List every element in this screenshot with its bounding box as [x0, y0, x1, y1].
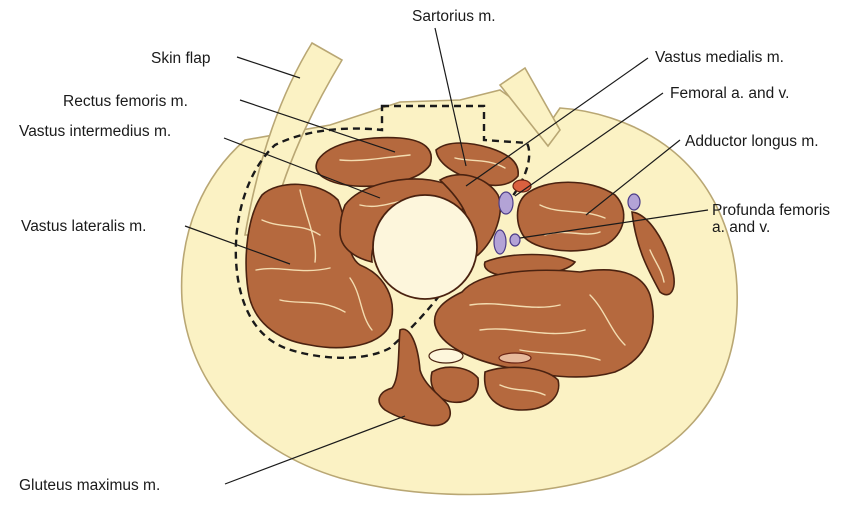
label-vastus-medialis: Vastus medialis m.: [655, 49, 784, 66]
label-profunda-femoris-line2: a. and v.: [712, 219, 770, 236]
label-vastus-lateralis: Vastus lateralis m.: [21, 218, 146, 235]
femoral-vein: [499, 192, 513, 214]
label-adductor-longus: Adductor longus m.: [685, 133, 819, 150]
adductor-longus-muscle: [518, 182, 624, 251]
saphenous-vein: [628, 194, 640, 210]
label-gluteus-maximus: Gluteus maximus m.: [19, 477, 160, 494]
label-rectus-femoris: Rectus femoris m.: [63, 93, 188, 110]
femur-bone: [373, 195, 477, 299]
profunda-femoris-vein: [494, 230, 506, 254]
label-femoral-artery-vein: Femoral a. and v.: [670, 85, 789, 102]
posterior-vessel: [499, 353, 531, 363]
label-vastus-intermedius: Vastus intermedius m.: [19, 123, 171, 140]
label-sartorius: Sartorius m.: [412, 8, 496, 25]
semimembranosus-muscle: [485, 367, 559, 410]
profunda-femoris-artery: [510, 234, 520, 246]
label-profunda-femoris: Profunda femoris: [712, 202, 830, 219]
sciatic-nerve: [429, 349, 463, 363]
label-skin-flap: Skin flap: [151, 50, 210, 67]
femoral-artery: [513, 180, 531, 192]
